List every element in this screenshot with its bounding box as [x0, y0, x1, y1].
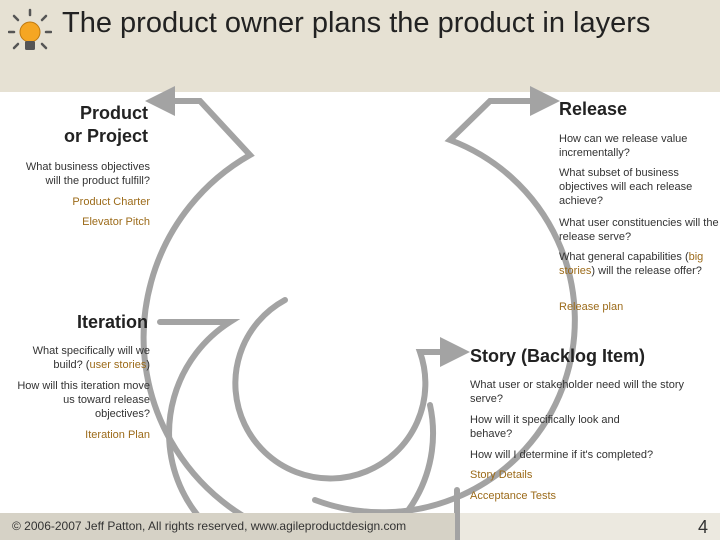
copyright-text: © 2006-2007 Jeff Patton, All rights rese…: [12, 519, 407, 533]
story-details-label: Story Details: [470, 469, 533, 481]
release-question-3: What user constituencies will the releas…: [559, 217, 719, 243]
page-title: The product owner plans the product in l…: [62, 7, 651, 39]
iteration-question-1: What specifically will we build? (user s…: [32, 345, 150, 371]
acceptance-tests-label: Acceptance Tests: [470, 490, 557, 502]
user-stories-link: user stories: [89, 359, 147, 371]
story-ring: [232, 297, 470, 482]
release-question-2: What subset of business objectives will …: [559, 167, 693, 207]
story-heading: Story (Backlog Item): [470, 346, 646, 366]
product-ring: [140, 86, 460, 540]
page-number-box: 4: [460, 513, 720, 540]
release-question-4: What general capabilities (big stories) …: [559, 251, 704, 277]
product-question: What business objectives will the produc…: [25, 161, 150, 187]
elevator-pitch-label: Elevator Pitch: [82, 216, 150, 228]
release-plan-label: Release plan: [559, 301, 624, 313]
product-charter-label: Product Charter: [72, 196, 150, 208]
story-question-2: How will it specifically look and behave…: [470, 414, 620, 440]
iteration-plan-label: Iteration Plan: [85, 429, 150, 441]
release-question-1: How can we release value incrementally?: [559, 133, 688, 159]
story-question-3: How will I determine if it's completed?: [470, 449, 654, 461]
footer: © 2006-2007 Jeff Patton, All rights rese…: [0, 513, 720, 540]
page-number: 4: [697, 517, 708, 537]
lightbulb-icon: [8, 8, 52, 50]
footer-bar: © 2006-2007 Jeff Patton, All rights rese…: [0, 513, 455, 540]
story-question-1: What user or stakeholder need will the s…: [470, 379, 684, 405]
release-heading: Release: [559, 99, 628, 119]
iteration-ring: [157, 319, 437, 540]
big-stories-link: big stories: [559, 251, 704, 277]
iteration-question-2: How will this iteration move us toward r…: [17, 380, 150, 420]
iteration-heading: Iteration: [76, 312, 148, 332]
title-bar: The product owner plans the product in l…: [0, 0, 720, 92]
